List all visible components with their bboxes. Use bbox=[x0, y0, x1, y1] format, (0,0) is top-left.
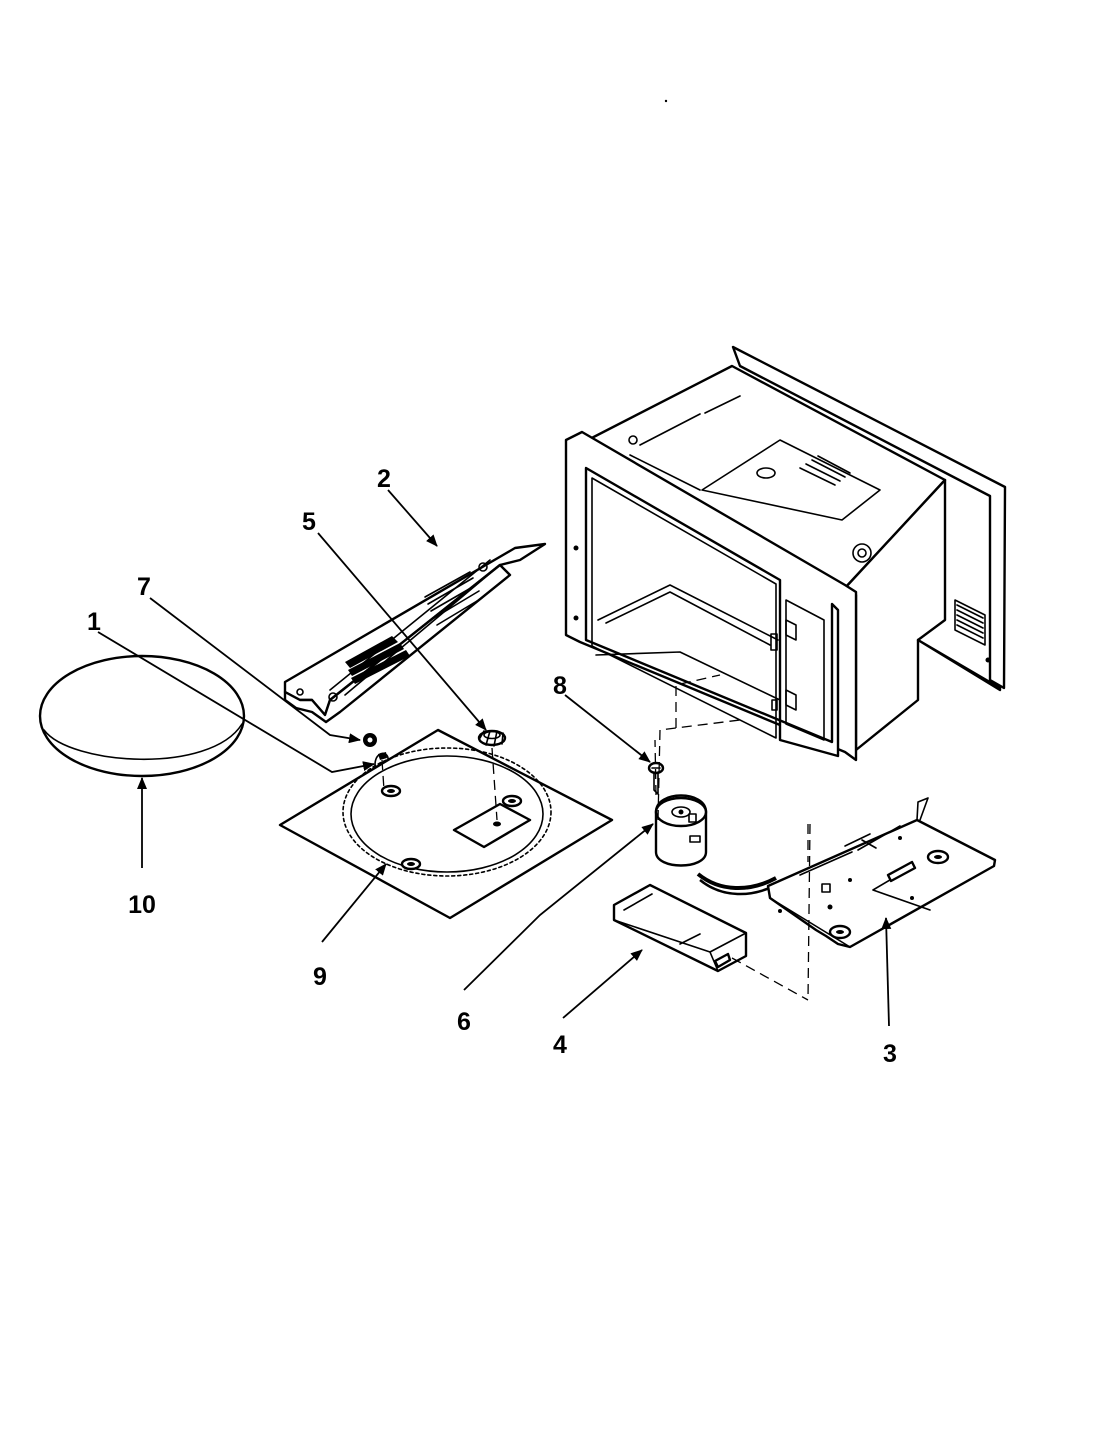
leader-7 bbox=[149, 597, 361, 744]
leader-lines bbox=[97, 489, 892, 1027]
callout-3: 3 bbox=[883, 1040, 897, 1068]
callout-4: 4 bbox=[553, 1031, 567, 1059]
leader-5 bbox=[317, 532, 487, 731]
part-9-base-plate bbox=[278, 728, 614, 920]
part-2-upper-bracket bbox=[283, 542, 547, 724]
stray-dot bbox=[664, 99, 668, 103]
leader-4 bbox=[562, 949, 643, 1019]
bracket-vent-slots-upper bbox=[424, 571, 483, 626]
leader-3 bbox=[881, 917, 892, 1027]
oven-cavity-assembly bbox=[564, 345, 1007, 762]
bracket-vent-slots-lower bbox=[345, 636, 410, 684]
top-cover-panel bbox=[701, 439, 881, 521]
leader-1 bbox=[97, 631, 375, 773]
leader-8 bbox=[564, 694, 651, 763]
callout-5: 5 bbox=[302, 508, 316, 536]
callout-8: 8 bbox=[553, 672, 567, 700]
callout-6: 6 bbox=[457, 1008, 471, 1036]
top-seam-lines bbox=[629, 395, 741, 491]
top-vent-slots bbox=[799, 455, 851, 486]
leader-6 bbox=[463, 823, 654, 991]
callout-9: 9 bbox=[313, 963, 327, 991]
side-grommet bbox=[852, 543, 872, 563]
latch-frame bbox=[785, 599, 825, 741]
leader-2 bbox=[387, 489, 438, 547]
part-4-bottom-cover bbox=[612, 883, 748, 973]
leader-9 bbox=[321, 863, 387, 943]
callout-10: 10 bbox=[128, 891, 156, 919]
latch-slot-lower bbox=[771, 699, 778, 711]
callout-labels: 2 5 7 1 8 10 9 6 4 3 bbox=[87, 465, 897, 1068]
front-opening bbox=[584, 466, 840, 758]
cavity-lower-lip bbox=[595, 651, 781, 701]
callout-2: 2 bbox=[377, 465, 391, 493]
part-5-coupler bbox=[477, 729, 507, 747]
callout-7: 7 bbox=[137, 573, 151, 601]
rear-flange bbox=[731, 345, 1007, 690]
top-screw-hole bbox=[756, 467, 776, 479]
cavity-floor bbox=[597, 584, 779, 646]
callout-1: 1 bbox=[87, 608, 101, 636]
part-3-bottom-plate bbox=[766, 797, 997, 949]
top-corner-screw bbox=[628, 435, 638, 445]
part-6-turntable-motor bbox=[654, 794, 779, 896]
side-vent-grille bbox=[954, 599, 991, 663]
opening-inner-edge bbox=[591, 477, 777, 739]
motor-mount-pad bbox=[452, 802, 532, 849]
latch-slot-upper bbox=[770, 633, 778, 651]
part-7-roller bbox=[363, 733, 377, 747]
part-10-glass-tray bbox=[38, 654, 246, 778]
assembly-center-lines bbox=[381, 674, 811, 1001]
